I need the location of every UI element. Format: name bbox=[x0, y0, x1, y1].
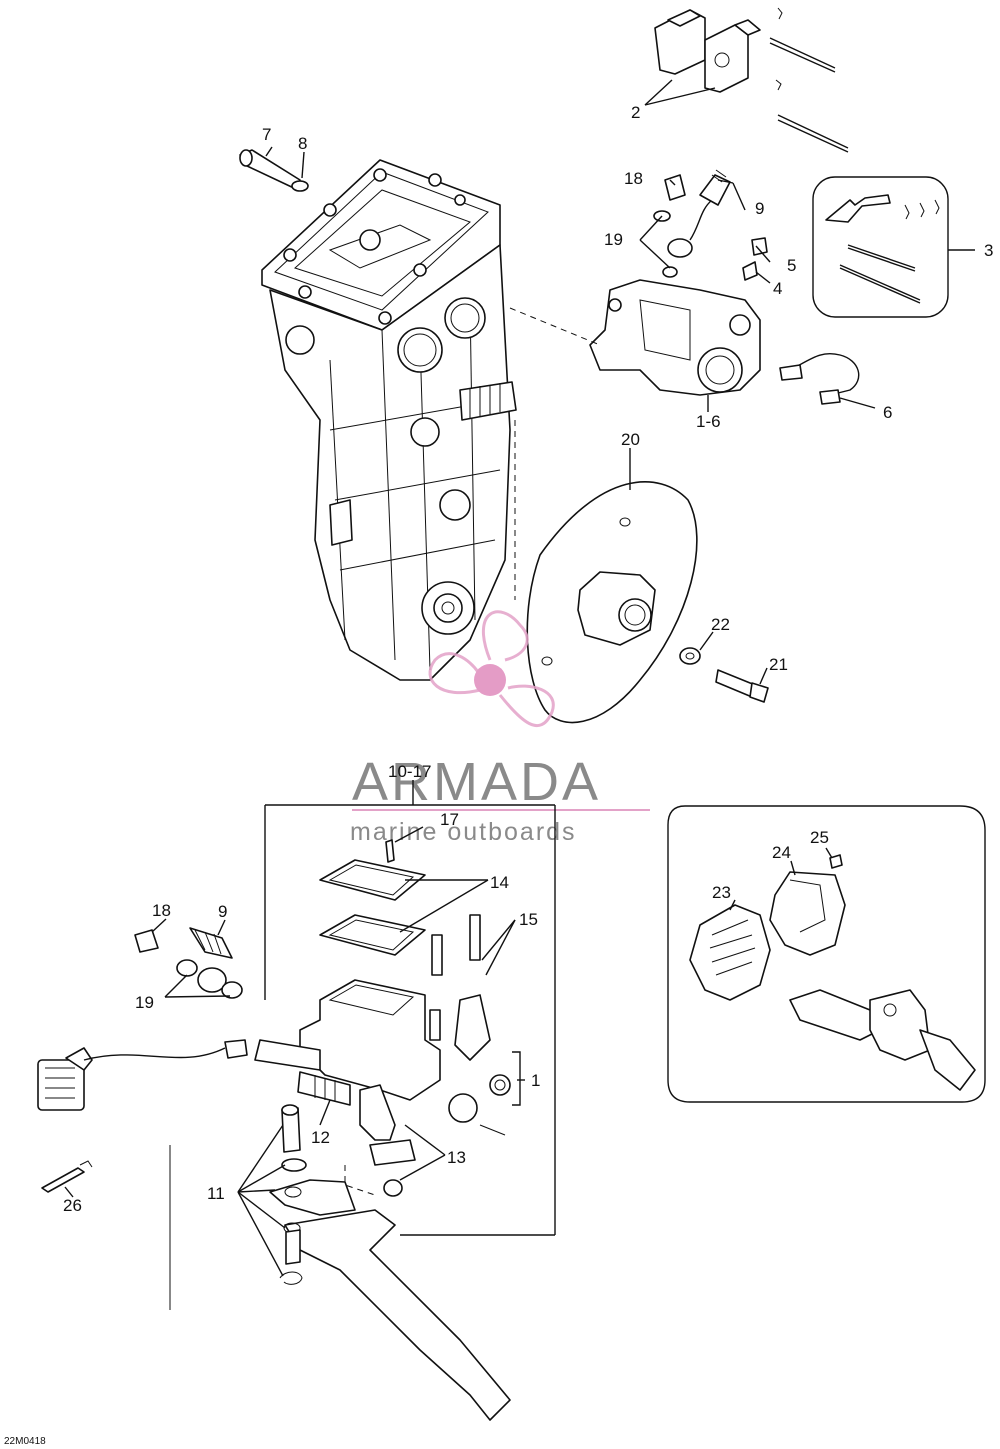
watermark-tagline: marine outboards bbox=[350, 818, 577, 846]
callout-21: 21 bbox=[769, 655, 788, 674]
callout-25: 25 bbox=[810, 828, 829, 847]
diagram-code: 22M0418 bbox=[4, 1436, 46, 1447]
pin-kit-box bbox=[812, 176, 949, 318]
callout-9-top: 9 bbox=[755, 199, 764, 218]
callout-19-top: 19 bbox=[604, 230, 623, 249]
callout-22: 22 bbox=[711, 615, 730, 634]
callout-8: 8 bbox=[298, 134, 307, 153]
switch-housing-illustration bbox=[689, 854, 976, 1091]
callout-1: 1 bbox=[531, 1071, 540, 1090]
armada-logo bbox=[428, 610, 555, 727]
callout-3: 3 bbox=[984, 241, 993, 260]
callout-1-6: 1-6 bbox=[696, 412, 721, 431]
control-box-illustration bbox=[261, 159, 517, 681]
master-cylinder-illustration bbox=[37, 839, 511, 1421]
callout-13: 13 bbox=[447, 1148, 466, 1167]
callout-26: 26 bbox=[63, 1196, 82, 1215]
callout-10-17: 10-17 bbox=[388, 762, 431, 781]
callout-12: 12 bbox=[311, 1128, 330, 1147]
callout-6: 6 bbox=[883, 403, 892, 422]
brake-pads-illustration bbox=[654, 7, 849, 153]
callout-18-top: 18 bbox=[624, 169, 643, 188]
bolt-and-washer-7-8 bbox=[239, 149, 309, 192]
callout-23: 23 bbox=[712, 883, 731, 902]
brake-caliper-illustration bbox=[589, 169, 860, 405]
callout-20: 20 bbox=[621, 430, 640, 449]
callout-5: 5 bbox=[787, 256, 796, 275]
callout-17: 17 bbox=[440, 810, 459, 829]
watermark-brand: ARMADA bbox=[352, 752, 601, 812]
callout-24: 24 bbox=[772, 843, 791, 862]
callout-2: 2 bbox=[631, 103, 640, 122]
callout-15: 15 bbox=[519, 910, 538, 929]
callout-9-bottom: 9 bbox=[218, 902, 227, 921]
callout-11: 11 bbox=[207, 1184, 225, 1203]
callout-18-bottom: 18 bbox=[152, 901, 171, 920]
brake-disc-illustration bbox=[526, 481, 769, 724]
callout-19-bottom: 19 bbox=[135, 993, 154, 1012]
callout-4: 4 bbox=[773, 279, 782, 298]
callout-14: 14 bbox=[490, 873, 509, 892]
callout-7: 7 bbox=[262, 125, 271, 144]
